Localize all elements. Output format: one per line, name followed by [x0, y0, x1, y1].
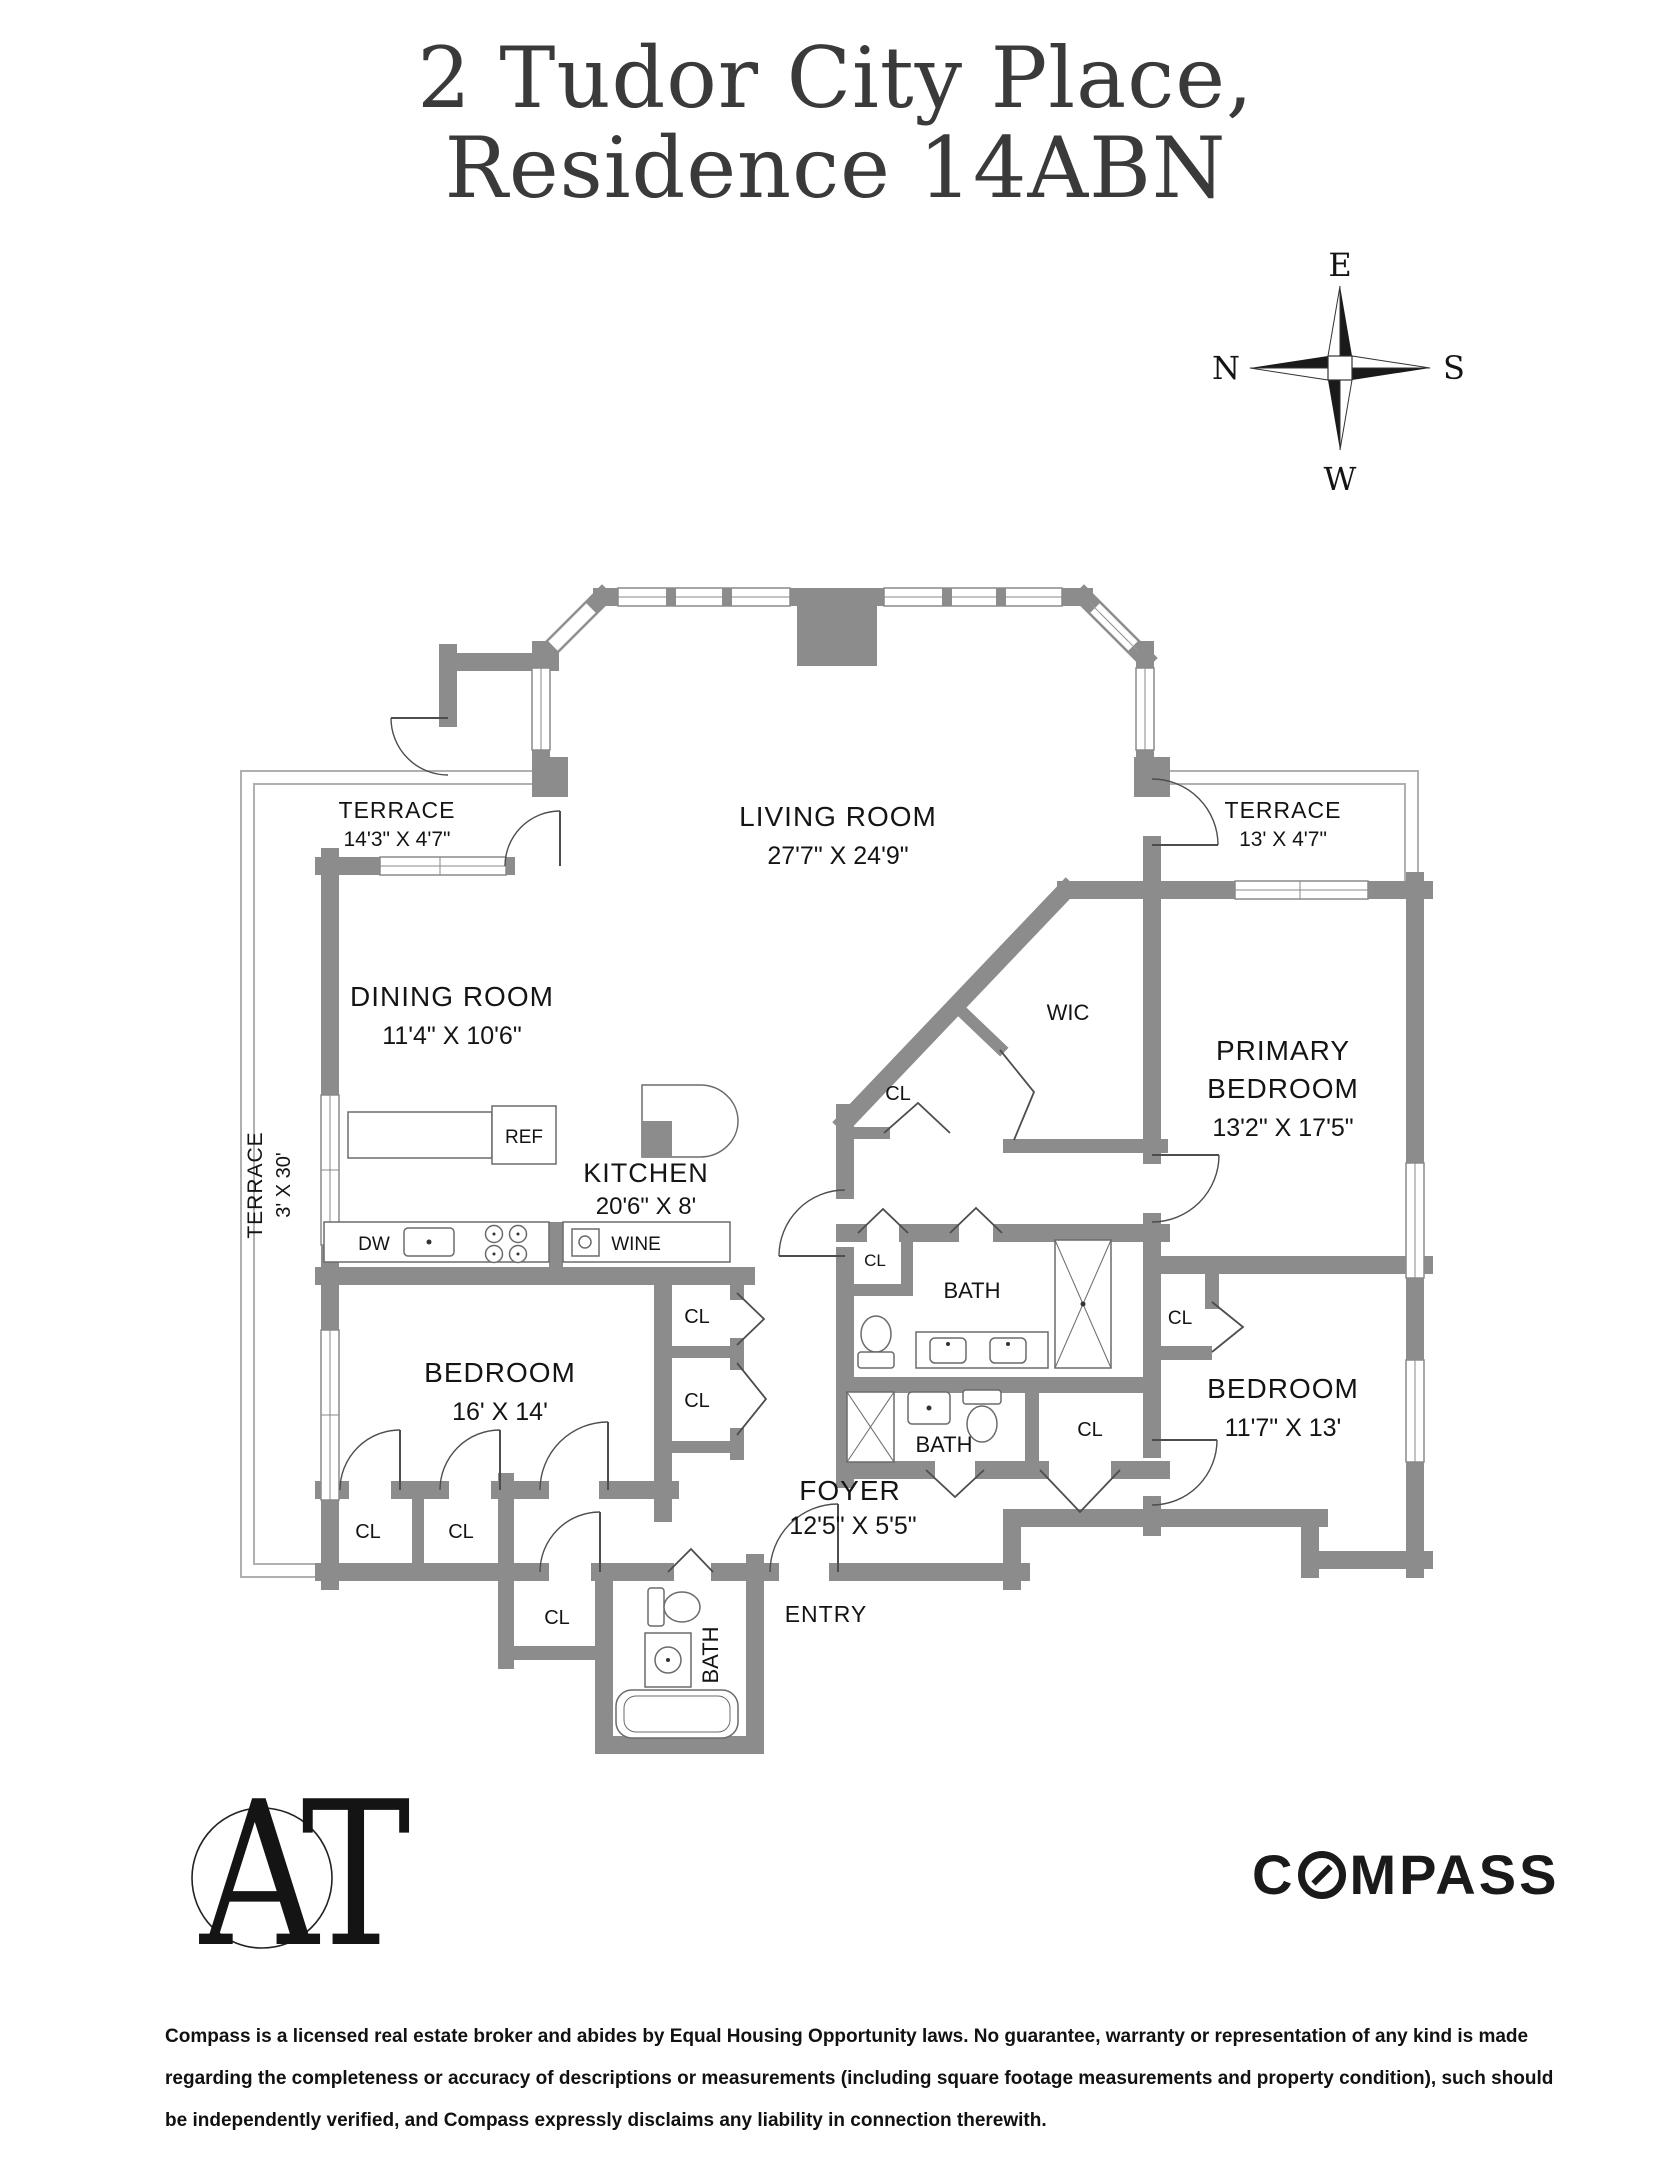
room-labels: LIVING ROOM 27'7" X 24'9" DINING ROOM 11…	[244, 797, 1359, 1684]
vanity-sink	[929, 1337, 967, 1364]
wine-cooler-dial	[578, 1235, 592, 1249]
bath-label: BATH	[915, 1432, 972, 1457]
terrace-ne-dims: 13' X 4'7"	[1239, 828, 1327, 851]
terrace-ne-label: TERRACE	[1225, 797, 1342, 823]
wic-label: WIC	[1047, 1000, 1090, 1025]
compass-logo-mpass: MPASS	[1349, 1843, 1560, 1906]
primary-bedroom-label1: PRIMARY	[1216, 1035, 1350, 1066]
toilet	[663, 1591, 701, 1623]
compass-east-label: E	[1328, 246, 1351, 284]
closet-label: CL	[544, 1607, 570, 1629]
dining-room-label: DINING ROOM	[350, 981, 554, 1012]
wine-label: WINE	[611, 1234, 661, 1255]
foyer-dims: 12'5" X 5'5"	[789, 1512, 916, 1540]
wall-blocks	[532, 588, 1170, 1276]
closet-label: CL	[448, 1521, 474, 1543]
page-title-line2: Residence 14ABN	[444, 118, 1227, 217]
walls	[315, 584, 1433, 1754]
primary-bedroom-label2: BEDROOM	[1207, 1073, 1359, 1104]
bath-label: BATH	[698, 1626, 723, 1683]
terrace-nw-dims: 14'3" X 4'7"	[344, 828, 451, 851]
toilet	[860, 1315, 892, 1353]
column	[642, 1121, 672, 1157]
entry-label: ENTRY	[785, 1601, 868, 1627]
disclaimer-line2: regarding the completeness or accuracy o…	[165, 2068, 1554, 2089]
compass-south-label: S	[1443, 349, 1465, 387]
disclaimer: Compass is a licensed real estate broker…	[165, 2016, 1565, 2142]
fixtures	[323, 1084, 1112, 1739]
compass-north-label: N	[1212, 349, 1240, 387]
terrace-outlines	[240, 770, 1419, 1578]
toilet	[966, 1405, 998, 1443]
kitchen-peninsula	[347, 1111, 493, 1159]
living-room-label: LIVING ROOM	[739, 801, 937, 832]
bedroom-west-label: BEDROOM	[424, 1357, 576, 1388]
page-title: 2 Tudor City Place, Residence 14ABN	[0, 29, 1671, 217]
at-logo: AT	[191, 1759, 418, 1992]
living-room-dims: 27'7" X 24'9"	[767, 842, 908, 870]
terrace-w-label: TERRACE	[244, 1131, 267, 1238]
toilet-tank	[857, 1351, 895, 1369]
foyer-label: FOYER	[799, 1475, 900, 1506]
terrace-nw-label: TERRACE	[339, 797, 456, 823]
disclaimer-line1: Compass is a licensed real estate broker…	[165, 2026, 1529, 2047]
primary-bedroom-dims: 13'2" X 17'5"	[1212, 1114, 1353, 1142]
compass-west-label: W	[1324, 460, 1357, 498]
bath-label: BATH	[943, 1278, 1000, 1303]
closet-label: CL	[1077, 1419, 1103, 1441]
at-logo-text: AT	[198, 1759, 410, 1992]
compass-rose-icon: E N S W	[1212, 246, 1465, 498]
closet-label: CL	[684, 1306, 710, 1328]
closet-label: CL	[684, 1390, 710, 1412]
closet-label: CL	[355, 1521, 381, 1543]
bedroom-east-dims: 11'7" X 13'	[1225, 1414, 1342, 1442]
vanity-sink	[989, 1337, 1027, 1364]
bedroom-east-label: BEDROOM	[1207, 1373, 1359, 1404]
bathtub-inner	[623, 1695, 731, 1733]
compass-logo: C MPASS	[1252, 1842, 1559, 1907]
toilet-tank	[962, 1389, 1002, 1405]
disclaimer-line3: be independently verified, and Compass e…	[165, 2110, 1047, 2131]
dining-room-dims: 11'4" X 10'6"	[382, 1022, 521, 1050]
closet-label: CL	[1168, 1308, 1192, 1329]
compass-logo-c: C	[1252, 1843, 1296, 1906]
dishwasher-label: DW	[358, 1234, 390, 1255]
toilet-tank	[647, 1587, 665, 1627]
page-title-line1: 2 Tudor City Place,	[417, 29, 1254, 127]
doors	[339, 717, 1245, 1573]
terrace-w-dims: 3' X 30'	[273, 1152, 295, 1217]
refrigerator	[491, 1105, 557, 1165]
kitchen-label: KITCHEN	[583, 1158, 709, 1188]
compass-o-icon	[1298, 1850, 1347, 1899]
windows	[320, 587, 1425, 1501]
kitchen-dims: 20'6" X 8'	[596, 1193, 696, 1220]
closet-label: CL	[864, 1251, 886, 1270]
bedroom-west-dims: 16' X 14'	[452, 1398, 548, 1426]
closet-label: CL	[885, 1083, 911, 1105]
refrigerator-label: REF	[505, 1127, 543, 1148]
